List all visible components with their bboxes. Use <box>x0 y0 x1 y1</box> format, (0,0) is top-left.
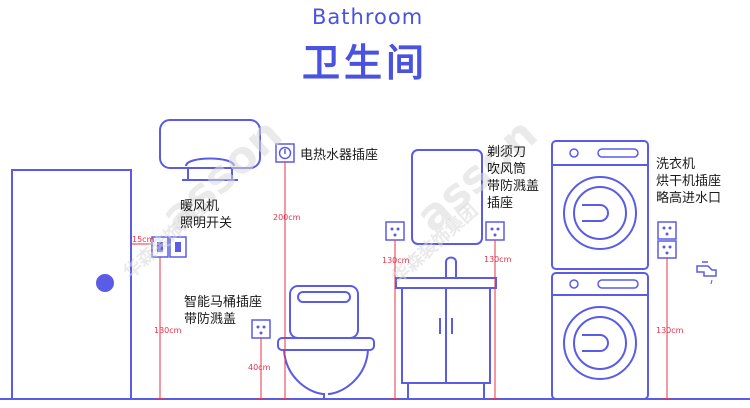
label-heater-switch-line-2: 照明开关 <box>180 216 233 231</box>
heater-switch-icon <box>151 236 187 258</box>
door <box>11 169 132 400</box>
bath-heater <box>159 119 261 181</box>
measure-washer-outlet-height: 130cm <box>656 326 684 335</box>
label-toilet-line-2: 带防溅盖 <box>184 312 237 327</box>
measure-mirror-outlet-right: 130cm <box>484 255 512 264</box>
label-washer-line-2: 烘干机插座 <box>656 174 722 189</box>
label-shaver-line-4: 插座 <box>487 196 514 211</box>
measure-water-heater-height: 200cm <box>273 213 301 222</box>
water-heater-outlet-icon <box>275 143 295 163</box>
measure-toilet-outlet-height: 40cm <box>248 363 271 372</box>
label-heater-switch: 暖风机 照明开关 <box>180 198 232 232</box>
label-heater-switch-line-1: 暖风机 <box>180 199 220 214</box>
measure-switch-height: 130cm <box>154 326 182 335</box>
toilet <box>277 285 375 399</box>
label-shaver-line-2: 吹风筒 <box>487 162 527 177</box>
washer <box>551 272 649 400</box>
label-washer-line-3: 略高进水口 <box>656 191 722 206</box>
vanity-cabinet <box>395 256 497 399</box>
mirror-outlet-right-icon <box>485 221 505 241</box>
label-shaver: 剃须刀 吹风筒 带防溅盖 插座 <box>487 144 539 212</box>
label-shaver-line-1: 剃须刀 <box>487 145 527 160</box>
label-washer-line-1: 洗衣机 <box>656 157 696 172</box>
measure-lines <box>131 162 668 399</box>
title-en: Bathroom <box>312 5 424 29</box>
faucet-icon <box>696 261 717 285</box>
measure-switch-offset: 15cm <box>132 235 155 244</box>
label-toilet-line-1: 智能马桶插座 <box>184 295 263 310</box>
label-washer: 洗衣机 烘干机插座 略高进水口 <box>656 156 721 207</box>
mirror <box>411 149 483 245</box>
label-water-heater: 电热水器插座 <box>300 148 379 163</box>
washer-outlet-icons <box>657 221 677 259</box>
door-knob <box>96 274 114 292</box>
mirror-outlet-left-icon <box>385 221 405 241</box>
label-toilet: 智能马桶插座 带防溅盖 <box>184 294 262 328</box>
label-shaver-line-3: 带防溅盖 <box>487 179 540 194</box>
measure-mirror-outlet-left: 130cm <box>382 256 410 265</box>
title-zh: 卫生间 <box>302 41 429 85</box>
dryer <box>551 140 649 270</box>
